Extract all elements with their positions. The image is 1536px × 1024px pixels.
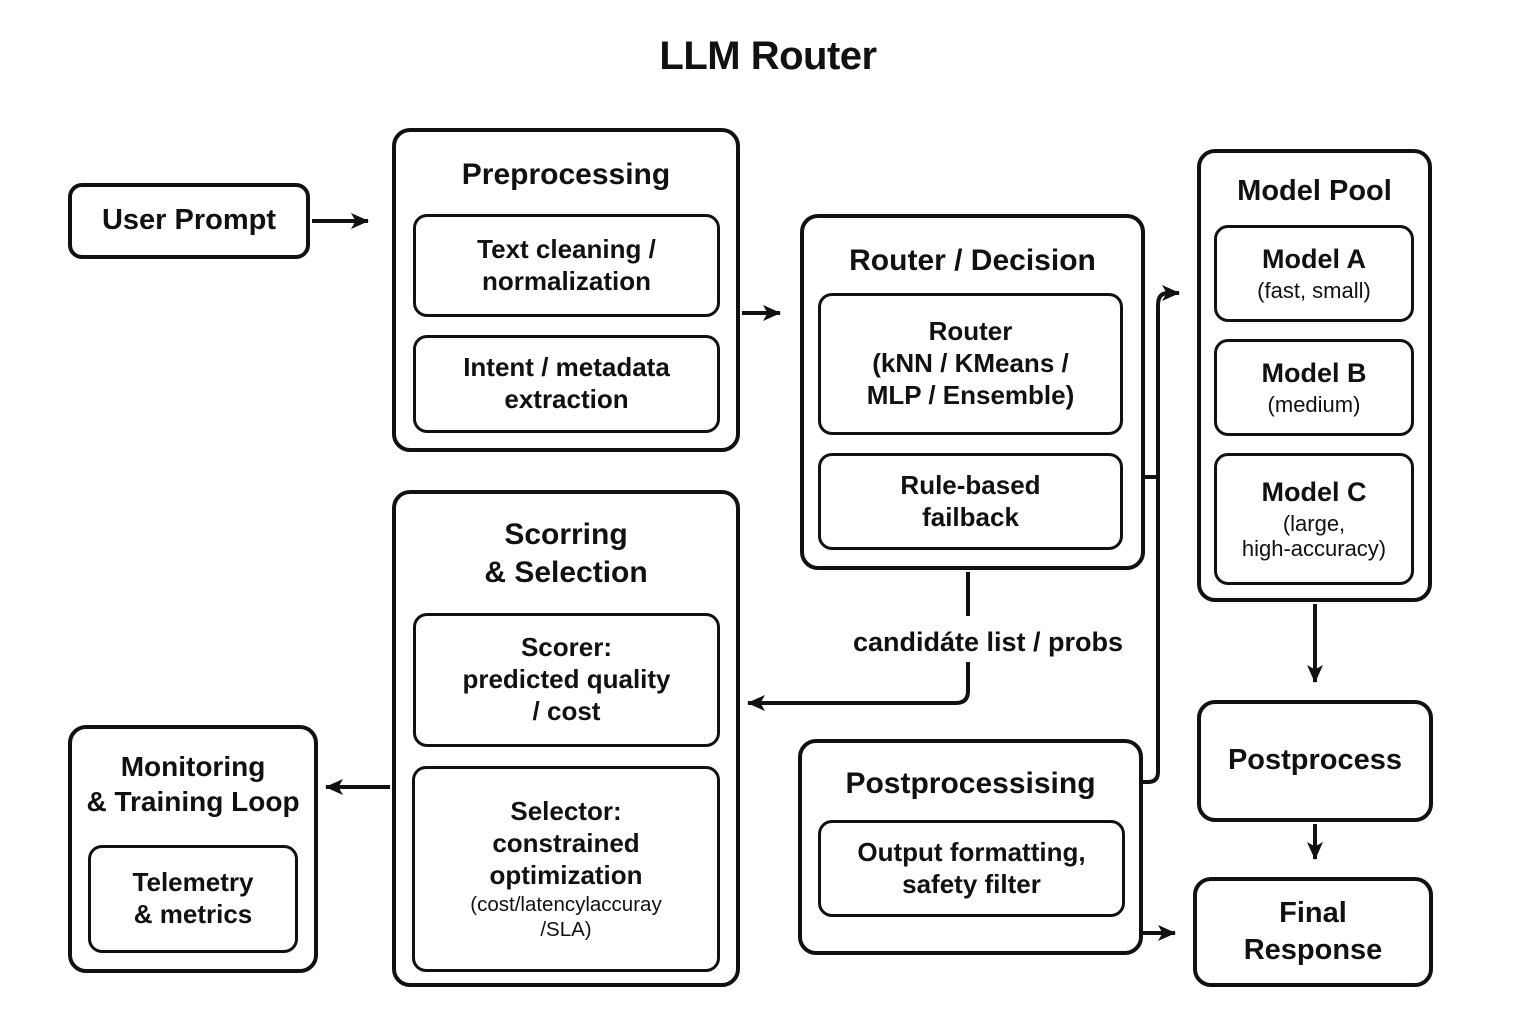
preprocessing-title: Preprocessing <box>461 158 671 191</box>
node-user-prompt: User Prompt <box>68 183 310 259</box>
model-a-detail: (fast, small) <box>1257 278 1371 304</box>
final-response-label: Final Response <box>1243 896 1383 966</box>
node-intent-extraction: Intent / metadata extraction <box>413 335 720 433</box>
postprocess-label: Postprocess <box>1227 744 1403 777</box>
scorer-label: Scorer: predicted quality / cost <box>462 632 671 726</box>
node-text-cleaning: Text cleaning / normalization <box>413 214 720 317</box>
text-cleaning-label: Text cleaning / normalization <box>477 233 656 296</box>
node-model-pool: Model Pool Model A (fast, small) Model B… <box>1197 149 1432 602</box>
router-decision-title: Router / Decision <box>849 244 1096 277</box>
node-postprocessing-group: Postprocessising Output formatting, safe… <box>798 739 1143 955</box>
node-model-a: Model A (fast, small) <box>1214 225 1414 322</box>
router-algorithms-label: Router (kNN / KMeans / MLP / Ensemble) <box>866 316 1075 410</box>
monitoring-title: Monitoring & Training Loop <box>86 751 300 818</box>
selector-label: Selector: constrained optimization <box>489 796 643 890</box>
model-pool-title: Model Pool <box>1237 175 1392 207</box>
diagram-title: LLM Router <box>659 34 877 78</box>
model-a-name: Model A <box>1262 244 1366 275</box>
node-router-decision: Router / Decision Router (kNN / KMeans /… <box>800 214 1145 570</box>
telemetry-label: Telemetry & metrics <box>132 867 254 929</box>
node-telemetry: Telemetry & metrics <box>88 845 298 953</box>
node-scorer: Scorer: predicted quality / cost <box>413 613 720 747</box>
model-b-detail: (medium) <box>1267 392 1361 418</box>
model-b-name: Model B <box>1261 358 1367 389</box>
output-formatting-label: Output formatting, safety filter <box>857 836 1086 899</box>
scoring-selection-title: Scorring & Selection <box>484 518 648 589</box>
node-preprocessing: Preprocessing Text cleaning / normalizat… <box>392 128 740 452</box>
node-selector: Selector: constrained optimization (cost… <box>412 766 720 972</box>
edge-label-candidate-list: candidáte list / probs <box>852 626 1124 657</box>
node-model-b: Model B (medium) <box>1214 339 1414 436</box>
node-model-c: Model C (large, high-accuracy) <box>1214 453 1414 585</box>
edge-router-candidate-to-scorer <box>747 662 970 711</box>
node-router-algorithms: Router (kNN / KMeans / MLP / Ensemble) <box>818 293 1123 435</box>
node-final-response: Final Response <box>1193 877 1433 987</box>
model-c-detail: (large, high-accuracy) <box>1241 511 1387 562</box>
node-scoring-selection: Scorring & Selection Scorer: predicted q… <box>392 490 740 987</box>
postprocessing-group-title: Postprocessising <box>845 767 1096 800</box>
node-output-formatting: Output formatting, safety filter <box>818 820 1125 917</box>
edge-trunk-to-model-pool <box>1143 285 1180 784</box>
user-prompt-label: User Prompt <box>101 204 277 237</box>
node-rule-based-fallback: Rule-based failback <box>818 453 1123 550</box>
intent-extraction-label: Intent / metadata extraction <box>463 352 670 414</box>
model-c-name: Model C <box>1261 477 1367 508</box>
rule-based-fallback-label: Rule-based failback <box>900 469 1041 532</box>
selector-detail: (cost/latencylaccuray /SLA) <box>470 893 662 941</box>
node-postprocess: Postprocess <box>1197 700 1433 822</box>
node-monitoring: Monitoring & Training Loop Telemetry & m… <box>68 725 318 973</box>
